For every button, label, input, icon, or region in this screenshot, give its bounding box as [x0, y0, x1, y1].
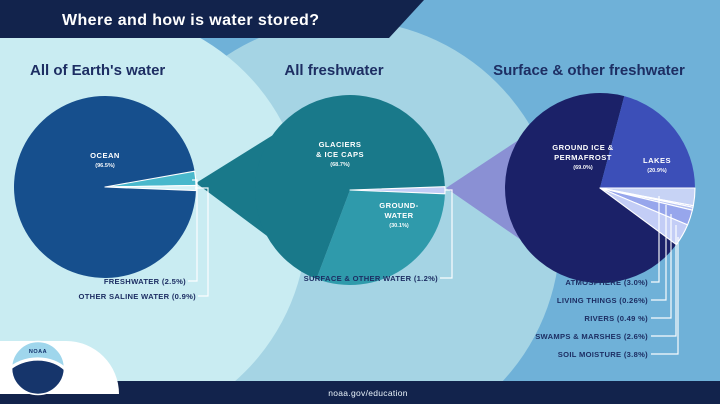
leader-line: [188, 179, 198, 282]
chart2-heading: All freshwater: [284, 62, 383, 79]
pie-slice-lakes: [600, 96, 695, 188]
leader-line: [440, 189, 453, 279]
ground-ice-label-line1: GROUND ICE &: [552, 143, 614, 152]
ocean-pct: (96.5%): [95, 163, 115, 169]
leader-line: [195, 187, 209, 297]
other-saline-callout: OTHER SALINE WATER (0.9%): [79, 292, 197, 301]
pie-wedges-3: [504, 92, 696, 283]
noaa-logo: NOAA: [10, 340, 66, 396]
footer-bar: [0, 381, 720, 404]
pie-slice-surface-other-water: [349, 186, 446, 195]
pie-wedges-1: [14, 95, 197, 278]
noaa-logo-ring: [10, 340, 66, 396]
noaa-logo-text: NOAA: [29, 349, 47, 355]
atmosphere-callout: ATMOSPHERE (3.0%): [565, 278, 648, 287]
footer-url[interactable]: noaa.gov/education: [328, 388, 408, 398]
ground-ice-label-line2: PERMAFROST: [554, 153, 612, 162]
chart3-heading: Surface & other freshwater: [493, 62, 685, 79]
soil-moisture-callout: SOIL MOISTURE (3.8%): [558, 350, 648, 359]
pie-slice-glaciers-ice-caps: [254, 95, 445, 279]
surface-other-callout: SURFACE & OTHER WATER (1.2%): [304, 274, 439, 283]
living-things-callout: LIVING THINGS (0.26%): [557, 296, 648, 305]
pie-slice-groundwater: [316, 190, 445, 286]
chart1-heading: All of Earth's water: [30, 62, 165, 79]
lakes-pct: (20.9%): [647, 168, 667, 174]
leader-line: [651, 205, 667, 301]
glaciers-label-line2: & ICE CAPS: [316, 150, 364, 159]
title-banner: [0, 0, 424, 38]
page-title: Where and how is water stored?: [62, 12, 319, 29]
pie-wedges-2: [254, 95, 446, 286]
ground-ice-pct: (69.0%): [573, 165, 593, 171]
swamps-callout: SWAMPS & MARSHES (2.6%): [535, 332, 648, 341]
leader-line: [651, 196, 660, 283]
glaciers-label-line1: GLACIERS: [319, 140, 362, 149]
freshwater-callout: FRESHWATER (2.5%): [104, 277, 186, 286]
leader-line: [651, 237, 679, 355]
glaciers-pct: (68.7%): [330, 162, 350, 168]
groundwater-label-line2: WATER: [384, 211, 413, 220]
lakes-label: LAKES: [643, 156, 671, 165]
rivers-callout: RIVERS (0.49 %): [584, 314, 648, 323]
pie-slice-ground-ice-permafrost: [504, 92, 677, 283]
groundwater-label-line1: GROUND-: [379, 201, 418, 210]
leader-line: [651, 225, 677, 337]
groundwater-pct: (30.1%): [389, 223, 409, 229]
ocean-label: OCEAN: [90, 151, 120, 160]
leader-line: [651, 214, 672, 319]
noaa-logo-sea: [11, 359, 65, 395]
